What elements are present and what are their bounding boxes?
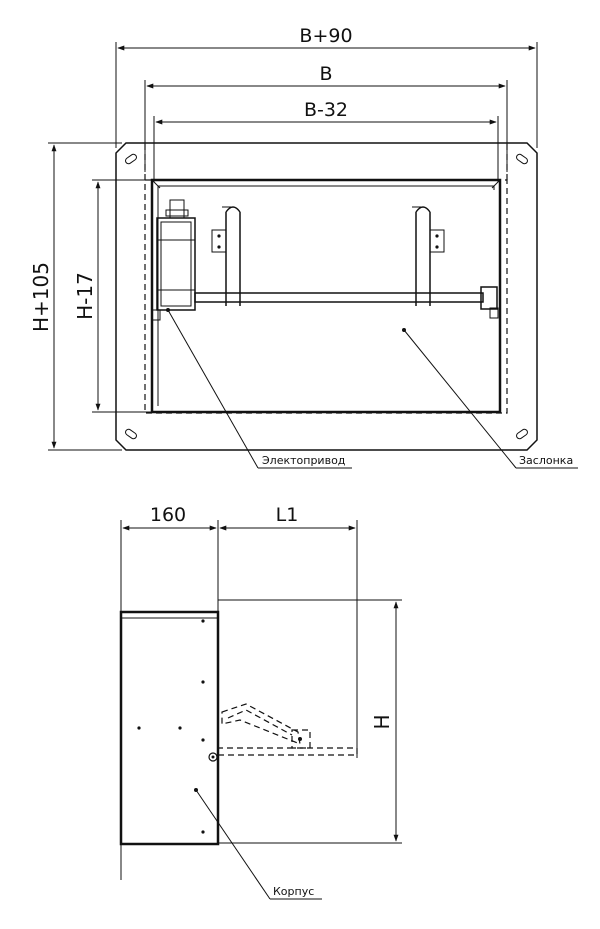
dim-160: 160	[120, 504, 219, 612]
damper-lever	[218, 703, 358, 756]
dim-h: H	[218, 599, 402, 844]
damper-shaft	[194, 286, 499, 319]
flange-outline	[115, 142, 538, 451]
callout-damper-label: Заслонка	[519, 454, 573, 467]
dim-b-plus-90: B+90	[115, 25, 538, 148]
body-holes	[137, 619, 218, 834]
dim-h-minus-17: H-17	[73, 179, 152, 413]
housing	[150, 178, 502, 414]
callout-body: Корпус	[194, 788, 322, 900]
dim-b-label: B	[319, 63, 332, 85]
dim-160-label: 160	[150, 504, 186, 526]
body	[119, 610, 220, 846]
actuator	[151, 199, 196, 321]
dim-l1: L1	[219, 504, 358, 758]
dim-h-minus-17-label: H-17	[73, 272, 97, 320]
dim-b-plus-90-label: B+90	[299, 25, 352, 47]
top-view: B+90 B B-32 H+105 H-17	[29, 25, 578, 469]
callout-actuator: Электопривод	[166, 308, 352, 469]
callout-damper: Заслонка	[402, 328, 578, 469]
dim-h-plus-105-label: H+105	[29, 262, 53, 332]
dim-b-minus-32-label: B-32	[304, 99, 348, 121]
side-view: 160 L1 H	[119, 504, 402, 900]
dim-b-minus-32: B-32	[153, 99, 499, 182]
callout-body-label: Корпус	[273, 885, 314, 898]
dim-h-label: H	[370, 714, 394, 729]
bracket-left	[211, 206, 241, 306]
housing-inner-bevel	[157, 185, 495, 406]
callout-actuator-label: Электопривод	[262, 454, 346, 467]
dim-l1-label: L1	[276, 504, 299, 526]
dim-h-plus-105: H+105	[29, 142, 122, 451]
bracket-right	[412, 206, 445, 306]
bolt-slots	[125, 153, 528, 440]
duct-dashed-outline	[144, 179, 508, 414]
